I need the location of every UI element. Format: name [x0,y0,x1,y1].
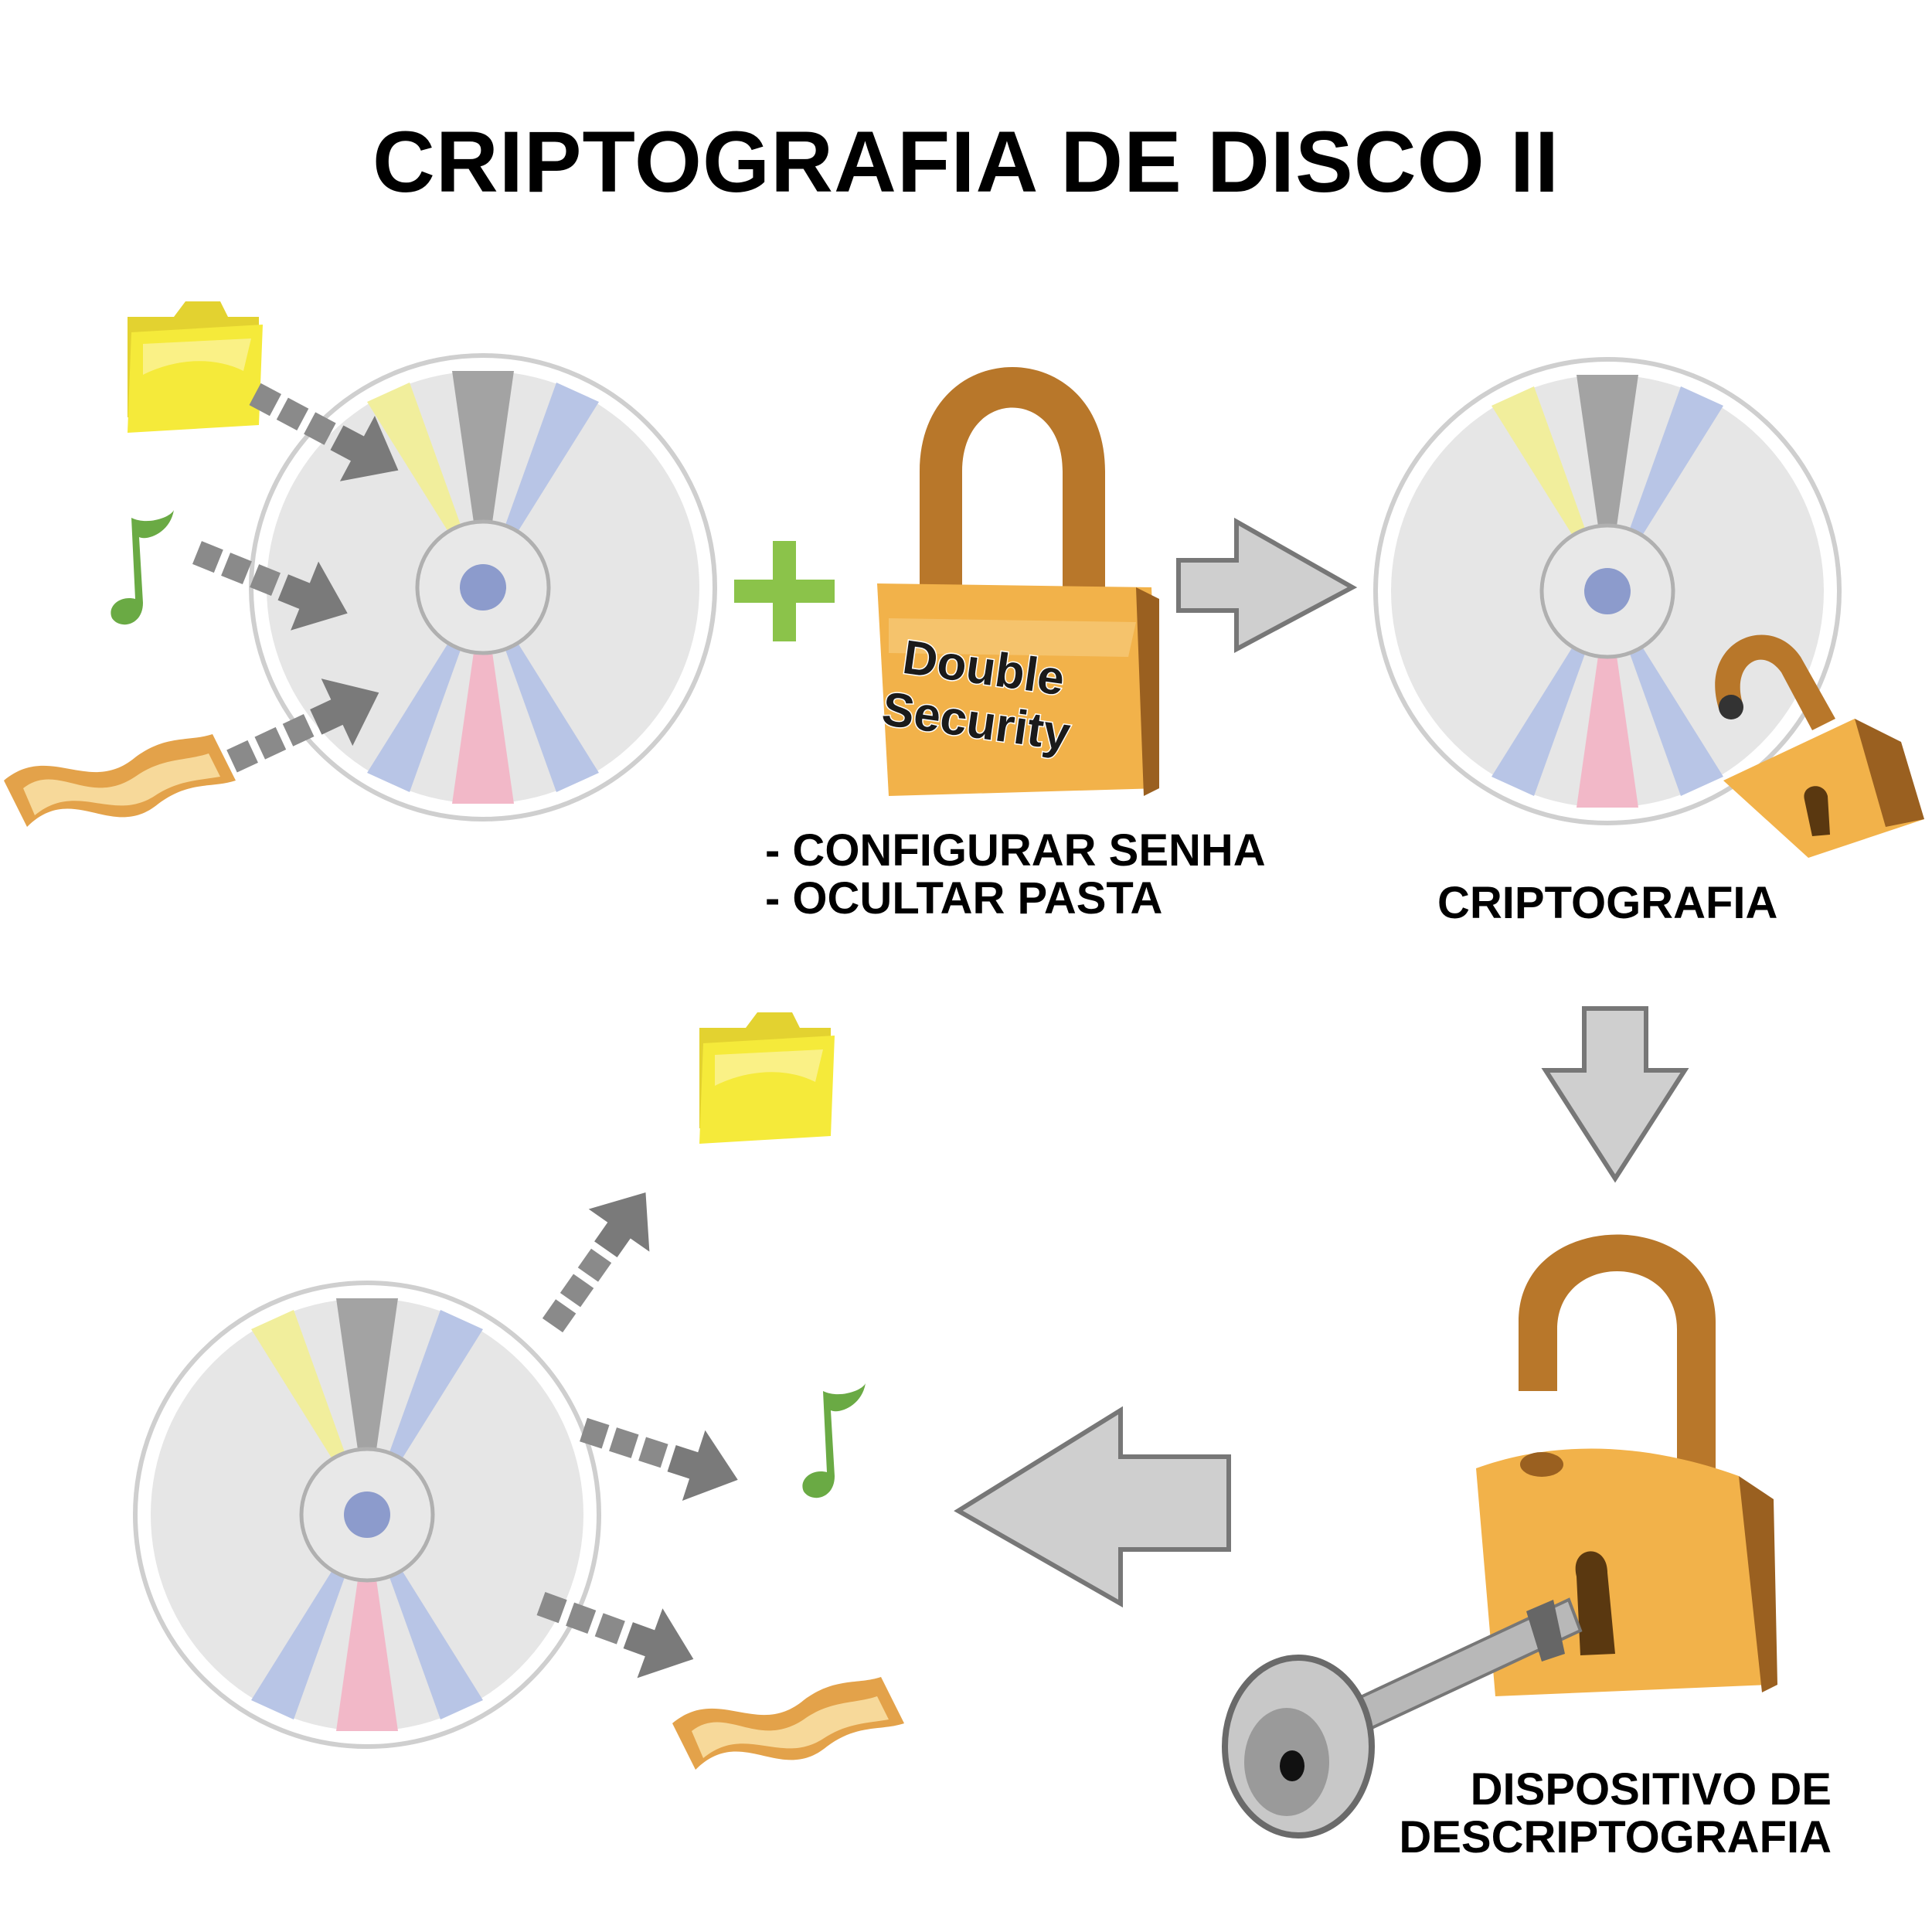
page-title: CRIPTOGRAFIA DE DISCO II [372,114,1560,210]
arrow-right [1176,517,1358,653]
restored-music-note-icon [802,1383,866,1498]
padlock-double-security-icon [877,367,1159,796]
restored-folder-icon [699,1012,835,1144]
decryption-label-line2: DESCRIPTOGRAFIA [1399,1812,1832,1862]
arrow-down [1541,1006,1689,1183]
plus-icon [734,541,835,641]
small-open-padlock-icon [1715,634,1924,858]
restored-film-strip-icon [672,1677,904,1770]
arrow-disc-to-folder [522,1171,676,1347]
music-note-icon [111,510,174,625]
encrypted-disc [1376,359,1839,823]
step-hide-folder: - OCULTAR PASTA [765,873,1163,923]
step-configure-password: - CONFIGURAR SENHA [765,825,1266,876]
decryption-label-line1: DISPOSITIVO DE [1470,1764,1832,1815]
encryption-label: CRIPTOGRAFIA [1437,878,1778,928]
steps-list: - CONFIGURAR SENHA - OCULTAR PASTA [765,827,1266,923]
arrow-left [954,1406,1231,1608]
folder-icon [128,301,263,433]
film-strip-icon [4,734,236,827]
decryption-label: DISPOSITIVO DE DESCRIPTOGRAFIA [1314,1766,1832,1862]
decrypted-disc [135,1283,599,1747]
key-icon [1222,1597,1583,1838]
